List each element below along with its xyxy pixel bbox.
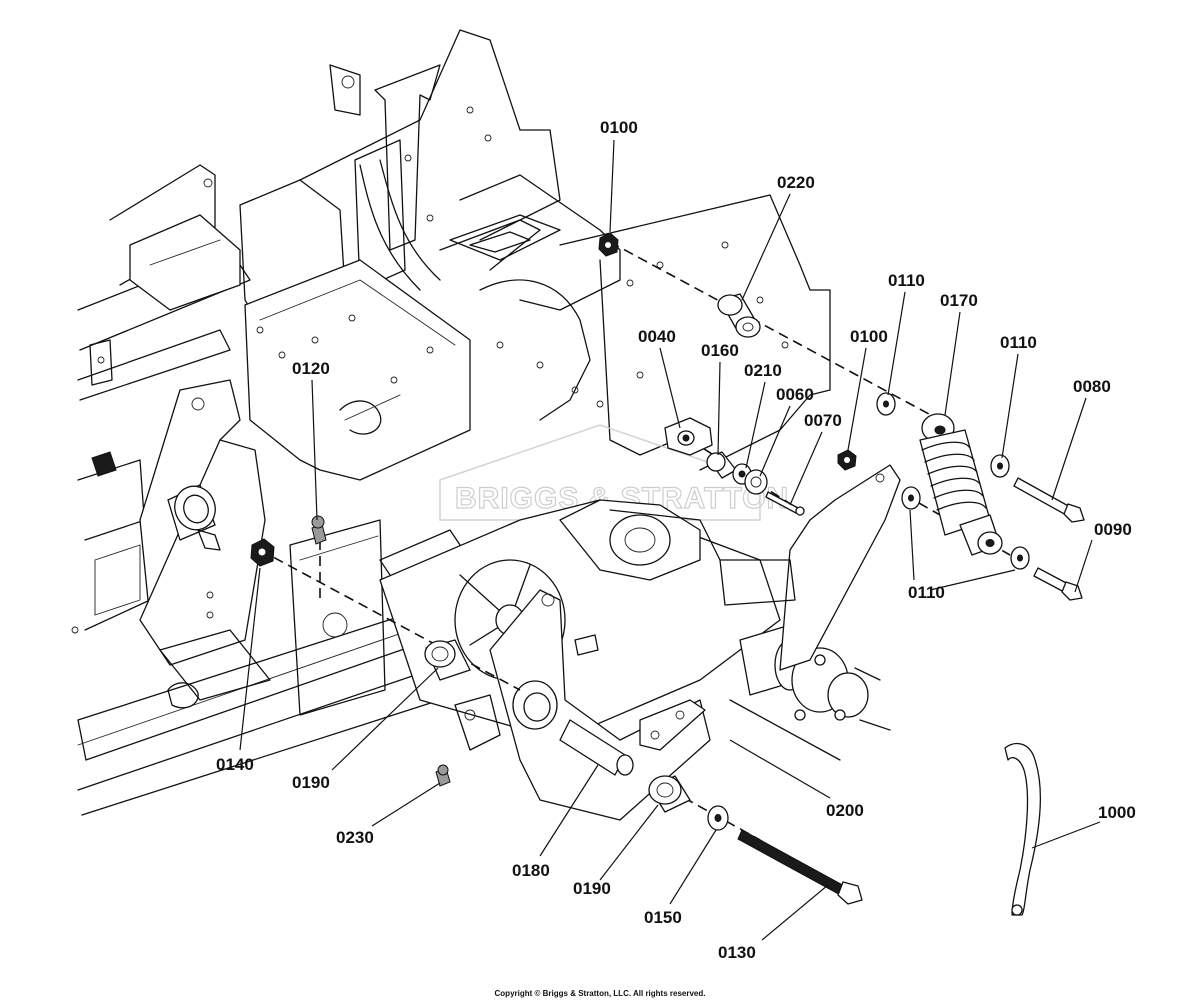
part-washer-0110-c <box>901 486 921 510</box>
callout-0090: 0090 <box>1094 520 1132 539</box>
part-pin-0070 <box>765 491 805 516</box>
callout-0110-right: 0110 <box>1000 333 1037 352</box>
part-spanner-wrench-1000 <box>1004 742 1042 916</box>
part-bolt-0090 <box>1033 567 1083 601</box>
callout-0120: 0120 <box>292 359 330 378</box>
part-spacer-0060 <box>744 469 768 495</box>
callout-0070: 0070 <box>804 411 842 430</box>
callout-0060: 0060 <box>776 385 814 404</box>
callout-0220: 0220 <box>777 173 815 192</box>
callout-0210: 0210 <box>744 361 782 380</box>
part-nut-0140 <box>250 538 275 567</box>
part-washer-0110-b <box>990 454 1010 478</box>
part-bushing-0160 <box>706 451 737 479</box>
part-shock-absorber-0170 <box>919 413 1003 556</box>
callout-0080: 0080 <box>1073 377 1111 396</box>
callout-0170: 0170 <box>940 291 978 310</box>
callout-0140: 0140 <box>216 755 254 774</box>
callout-0160: 0160 <box>701 341 739 360</box>
part-grease-fitting-0120 <box>311 515 327 545</box>
callout-labels: 0100 0220 0110 0170 0110 0080 0100 0040 … <box>216 118 1136 962</box>
callout-0150: 0150 <box>644 908 682 927</box>
part-nut-0100-lower <box>837 449 857 471</box>
callout-0100-lower: 0100 <box>850 327 888 346</box>
chassis-frame <box>71 29 831 816</box>
callout-0040: 0040 <box>638 327 676 346</box>
copyright-notice: Copyright © Briggs & Stratton, LLC. All … <box>495 989 706 998</box>
part-bracket-0040 <box>664 417 713 456</box>
callout-0130: 0130 <box>718 943 756 962</box>
part-nut-0100-upper <box>598 232 619 257</box>
callout-0190-bottom: 0190 <box>573 879 611 898</box>
part-bolt-0130 <box>737 829 863 905</box>
callout-0200: 0200 <box>826 801 864 820</box>
callout-0180: 0180 <box>512 861 550 880</box>
part-spacer-0220 <box>717 293 761 338</box>
part-washer-0150 <box>707 805 729 831</box>
part-bolt-0080 <box>1013 477 1085 523</box>
callout-1000: 1000 <box>1098 803 1136 822</box>
part-washer-0110-a <box>876 392 896 416</box>
part-washer-0110-d <box>1010 546 1030 570</box>
callout-0110-bottom: 0110 <box>908 583 945 602</box>
callout-0110-top: 0110 <box>888 271 925 290</box>
callout-0100-upper: 0100 <box>600 118 638 137</box>
part-bushing-0190-a <box>424 639 471 681</box>
part-bushing-0190-b <box>648 775 691 813</box>
part-grease-fitting-0230 <box>435 764 451 787</box>
callout-0230: 0230 <box>336 828 374 847</box>
callout-0190-left: 0190 <box>292 773 330 792</box>
transaxle-assembly <box>379 464 901 821</box>
leader-lines <box>239 139 1101 941</box>
